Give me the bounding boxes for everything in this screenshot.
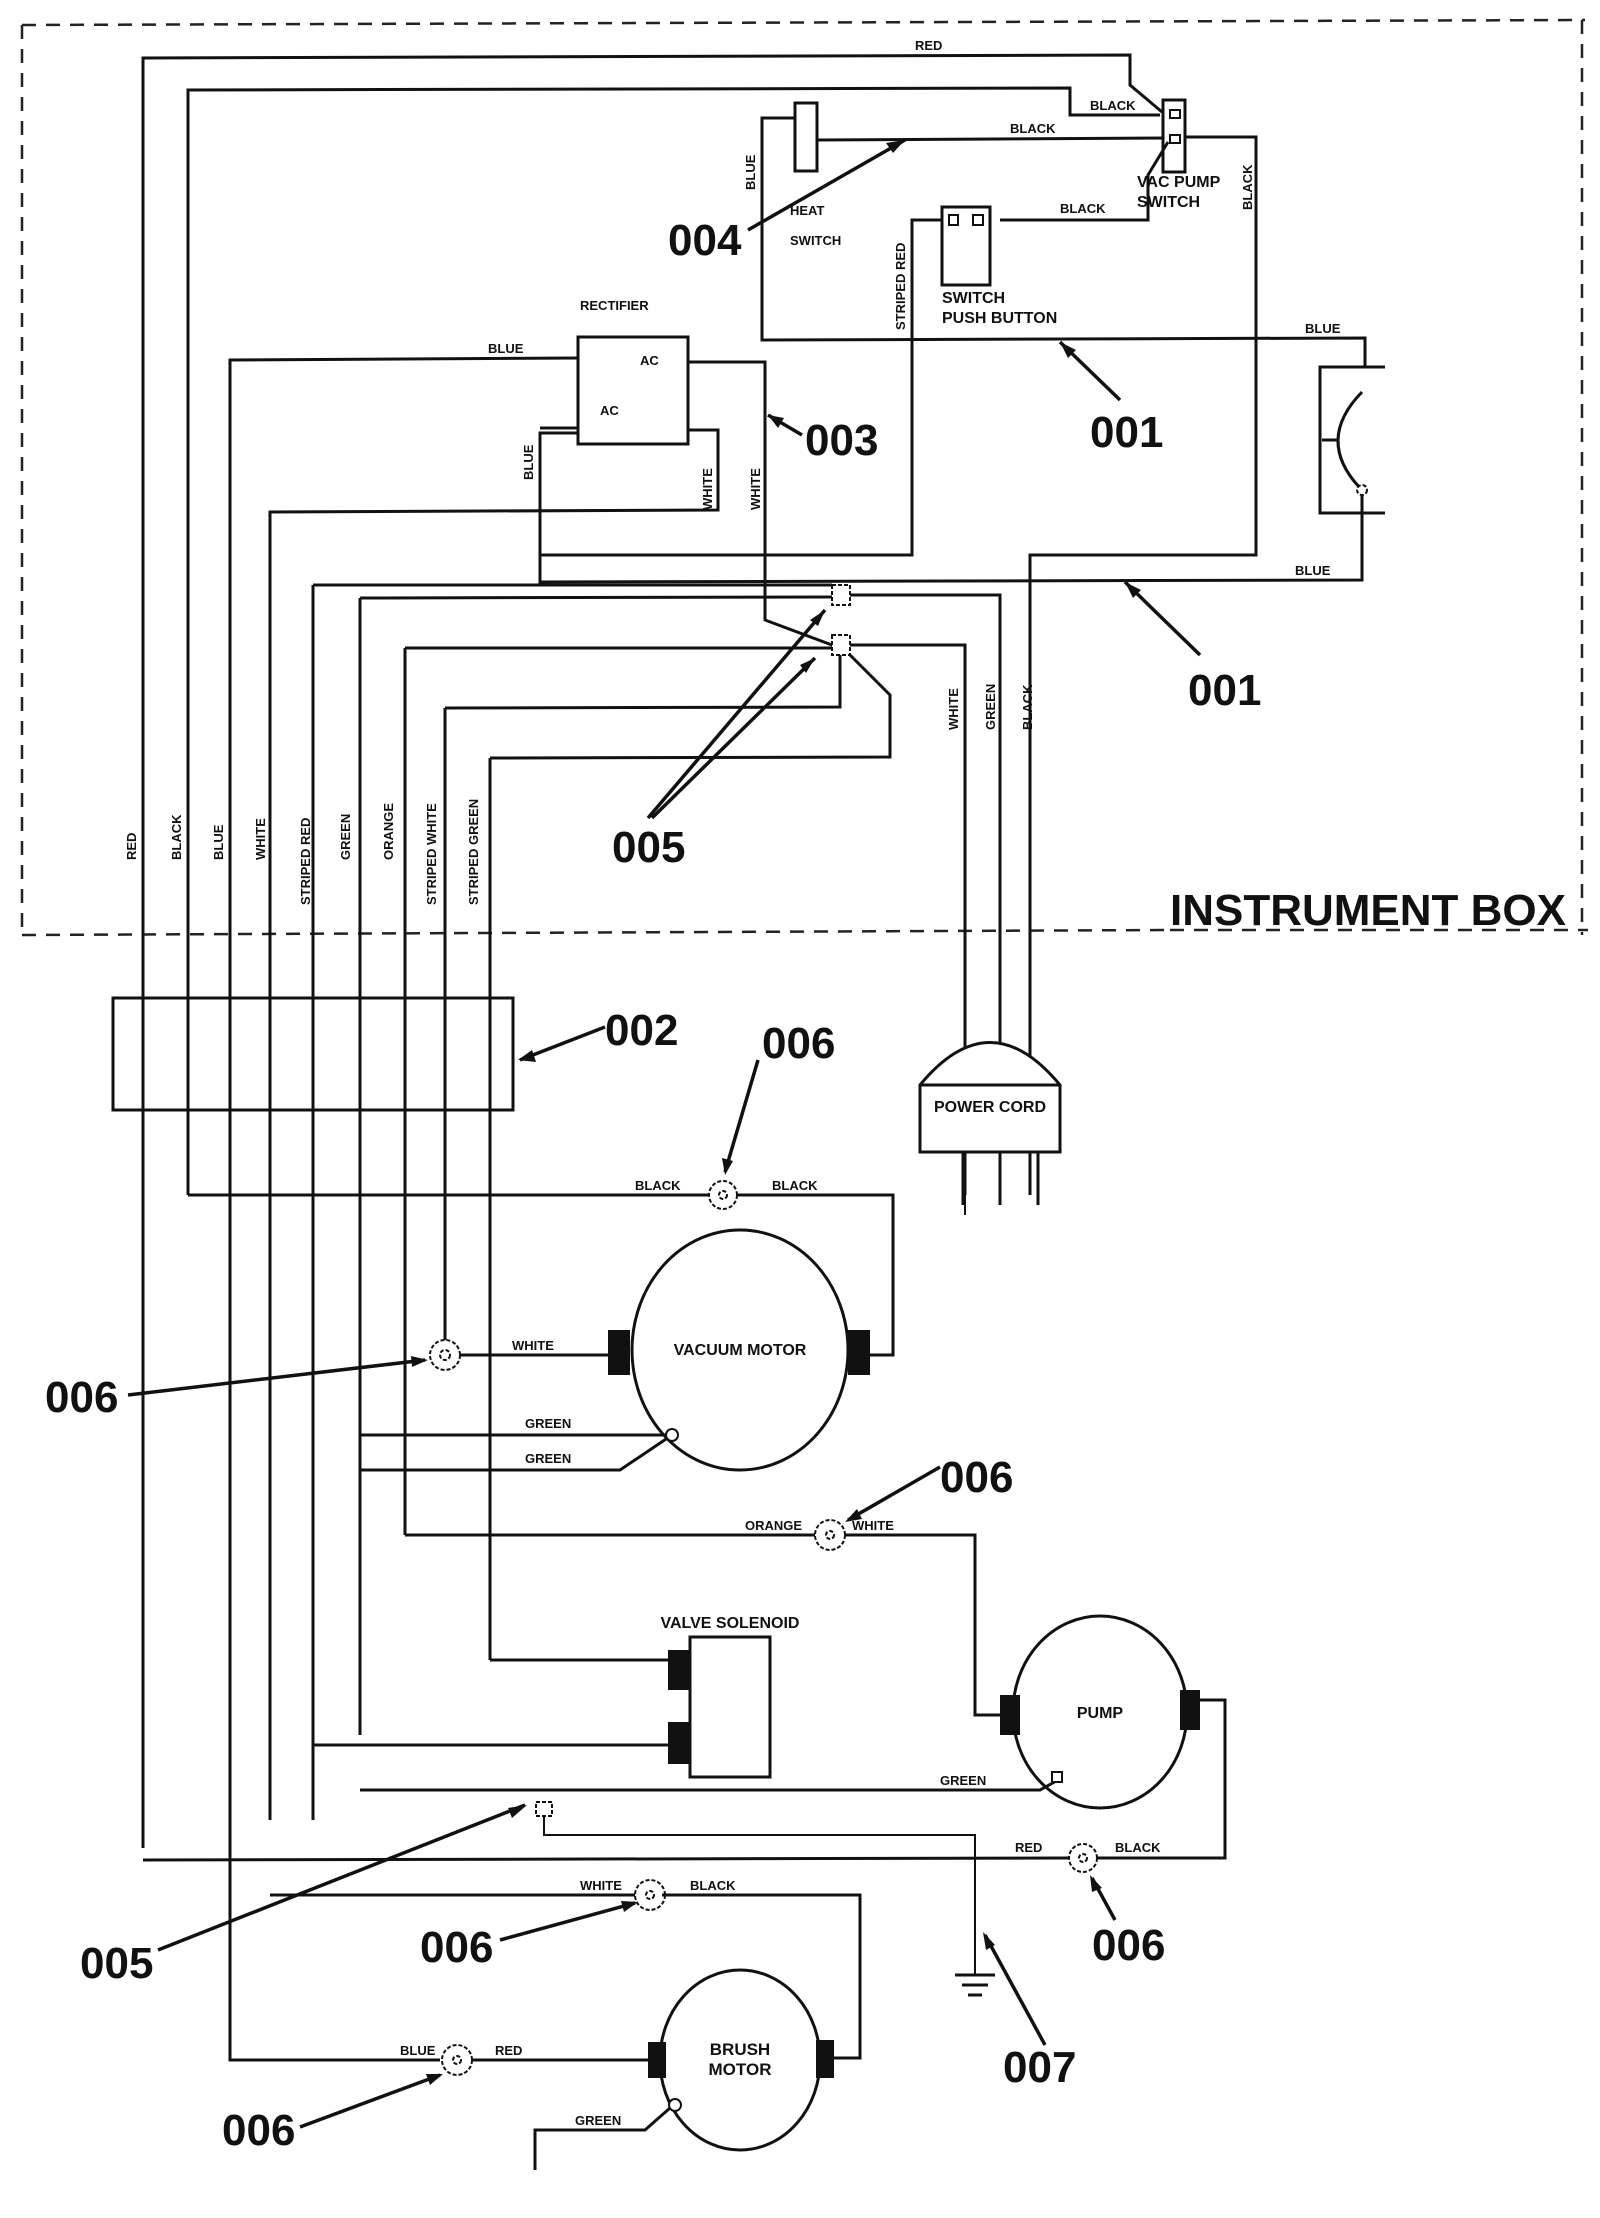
vacuum-motor-label: VACUUM MOTOR — [674, 1342, 807, 1359]
wire-label: RED — [915, 38, 942, 53]
rectifier-label: RECTIFIER — [580, 298, 649, 313]
wire-label: BLUE — [1295, 563, 1331, 578]
harness-wire-label: GREEN — [338, 814, 353, 860]
callout-007: 007 — [1003, 2043, 1076, 2092]
harness-wire-label: BLUE — [211, 824, 226, 860]
callout-004: 004 — [668, 216, 742, 265]
connector-005-ground — [535, 1801, 553, 1817]
callout-003: 003 — [805, 416, 878, 465]
callout-006: 006 — [1092, 1921, 1165, 1970]
wire-label: BLUE — [488, 341, 524, 356]
rectifier-ac-label-1: AC — [640, 353, 659, 368]
power-cord — [918, 1041, 1062, 1205]
wire-label: BLACK — [690, 1878, 736, 1893]
wire-label: GREEN — [575, 2113, 621, 2128]
harness-wire-labels: RED BLACK BLUE WHITE STRIPED RED GREEN ORANGE S… — [124, 799, 481, 905]
callout-006: 006 — [940, 1453, 1013, 1502]
wire-label: WHITE — [852, 1518, 894, 1533]
callout-006: 006 — [762, 1019, 835, 1068]
push-button-label-2: PUSH BUTTON — [942, 310, 1057, 327]
power-cord-label: POWER CORD — [934, 1099, 1046, 1116]
connector-005-top — [831, 584, 851, 606]
vertical-wire-labels: BLUE BLACK STRIPED RED BLUE WHITE WHITE … — [521, 154, 1255, 730]
harness-wire-label: WHITE — [253, 818, 268, 860]
wire-label: GREEN — [525, 1416, 571, 1431]
wire-label: GREEN — [525, 1451, 571, 1466]
power-cord-wire-label: WHITE — [946, 688, 961, 730]
instrument-box-boundary — [20, 18, 1588, 937]
instrument-box-title: INSTRUMENT BOX — [1170, 886, 1566, 935]
top-wiring — [141, 53, 1385, 1848]
heat-switch-label-1: HEAT — [790, 203, 824, 218]
wire-label: RED — [495, 2043, 522, 2058]
wire-label: BLACK — [1060, 201, 1106, 216]
wire-label: WHITE — [512, 1338, 554, 1353]
wire-label: RED — [1015, 1840, 1042, 1855]
harness-wire-label: RED — [124, 833, 139, 860]
harness-wire-label: STRIPED WHITE — [424, 803, 439, 905]
power-cord-wire-label: GREEN — [983, 684, 998, 730]
wire-label: WHITE — [700, 468, 715, 510]
wire-label: ORANGE — [745, 1518, 802, 1533]
vac-pump-switch-label-1: VAC PUMP — [1137, 174, 1221, 191]
wire-label: WHITE — [748, 468, 763, 510]
callouts: 001 001 002 003 004 005 005 006 006 — [45, 138, 1261, 2155]
brush-motor-label-2: MOTOR — [709, 2060, 772, 2079]
wire-label: BLACK — [1240, 164, 1255, 210]
harness-wire-label: STRIPED GREEN — [466, 799, 481, 905]
pump-wiring — [360, 1519, 1227, 1860]
callout-001: 001 — [1188, 666, 1261, 715]
wire-labels: RED BLACK BLACK BLACK BLUE BLUE BLUE BLA… — [400, 38, 1341, 2128]
heat-switch-body — [793, 101, 819, 173]
callout-001: 001 — [1090, 408, 1163, 457]
vacuum-motor — [188, 708, 895, 1472]
harness-wire-label: ORANGE — [381, 803, 396, 860]
heat-switch-label-2: SWITCH — [790, 233, 841, 248]
valve-solenoid-label: VALVE SOLENOID — [661, 1615, 800, 1632]
pump-label: PUMP — [1077, 1705, 1124, 1722]
wire-label: BLACK — [1115, 1840, 1161, 1855]
rectifier-body — [576, 335, 690, 446]
wire-label: GREEN — [940, 1773, 986, 1788]
connector-005-mid — [831, 634, 851, 656]
wire-label: BLACK — [635, 1178, 681, 1193]
wire-label: BLACK — [1090, 98, 1136, 113]
rectifier-ac-label-2: AC — [600, 403, 619, 418]
wire-label: BLUE — [1305, 321, 1341, 336]
wire-label: WHITE — [580, 1878, 622, 1893]
callout-002: 002 — [605, 1006, 678, 1055]
wire-label: BLACK — [772, 1178, 818, 1193]
callout-006: 006 — [222, 2106, 295, 2155]
power-cord-wire-label: BLACK — [1020, 684, 1035, 730]
wire-label: STRIPED RED — [893, 243, 908, 330]
harness-wire-label: STRIPED RED — [298, 818, 313, 905]
callout-005: 005 — [80, 1939, 153, 1988]
callout-006: 006 — [45, 1373, 118, 1422]
harness-wire-label: BLACK — [169, 814, 184, 860]
brush-motor-label-1: BRUSH — [710, 2040, 770, 2059]
push-button-label-1: SWITCH — [942, 290, 1005, 307]
ground-wiring — [142, 1801, 1098, 1997]
wire-label: BLUE — [743, 154, 758, 190]
vac-pump-switch-label-2: SWITCH — [1137, 194, 1200, 211]
valve-solenoid — [313, 1635, 772, 1779]
callout-005: 005 — [612, 823, 685, 872]
wire-harness-002 — [111, 996, 515, 1112]
callout-006: 006 — [420, 1923, 493, 1972]
wire-label: BLUE — [400, 2043, 436, 2058]
brush-motor — [228, 1848, 862, 2170]
wire-label: BLACK — [1010, 121, 1056, 136]
wire-label: BLUE — [521, 444, 536, 480]
